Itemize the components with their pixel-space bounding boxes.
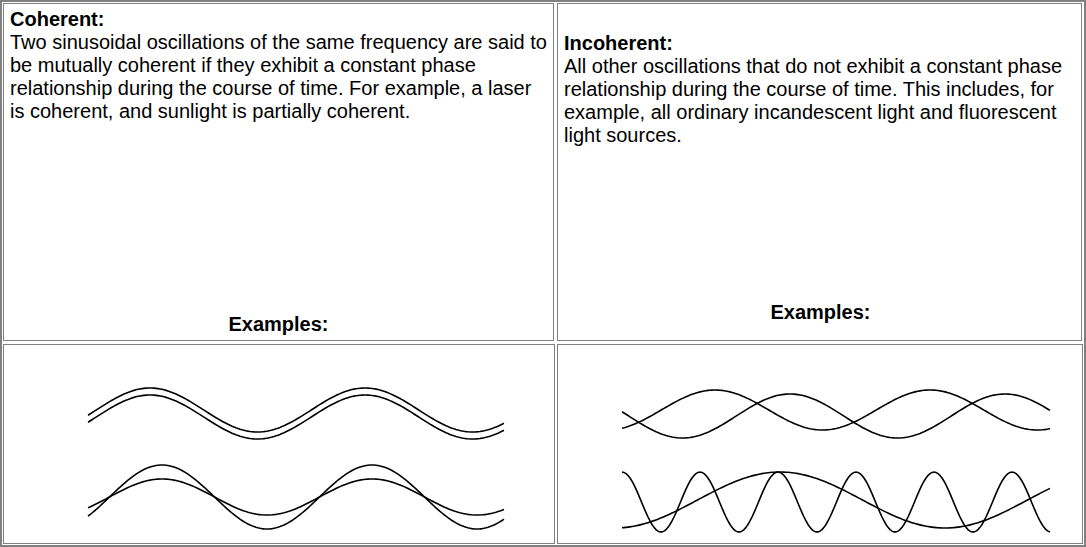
table-cell [558,345,1083,544]
cell-body: Two sinusoidal oscillations of the same … [10,31,547,123]
table-cell: Incoherent:All other oscillations that d… [557,3,1082,341]
coherent-wave [88,395,504,439]
examples-heading: Examples: [564,301,1077,324]
table-cell: Coherent:Two sinusoidal oscillations of … [3,3,554,341]
cell-body: All other oscillations that do not exhib… [564,55,1077,147]
table-cell [4,345,555,544]
incoherent-wave [622,472,1050,528]
cell-heading: Coherent: [10,8,547,31]
coherent-wave [88,479,504,515]
coherent-wave [88,465,504,529]
incoherent-wave [622,394,1050,438]
cell-heading: Incoherent: [564,32,1077,55]
examples-heading: Examples: [10,313,547,336]
incoherent-wave [622,472,1050,532]
incoherent-wave [622,390,1050,430]
